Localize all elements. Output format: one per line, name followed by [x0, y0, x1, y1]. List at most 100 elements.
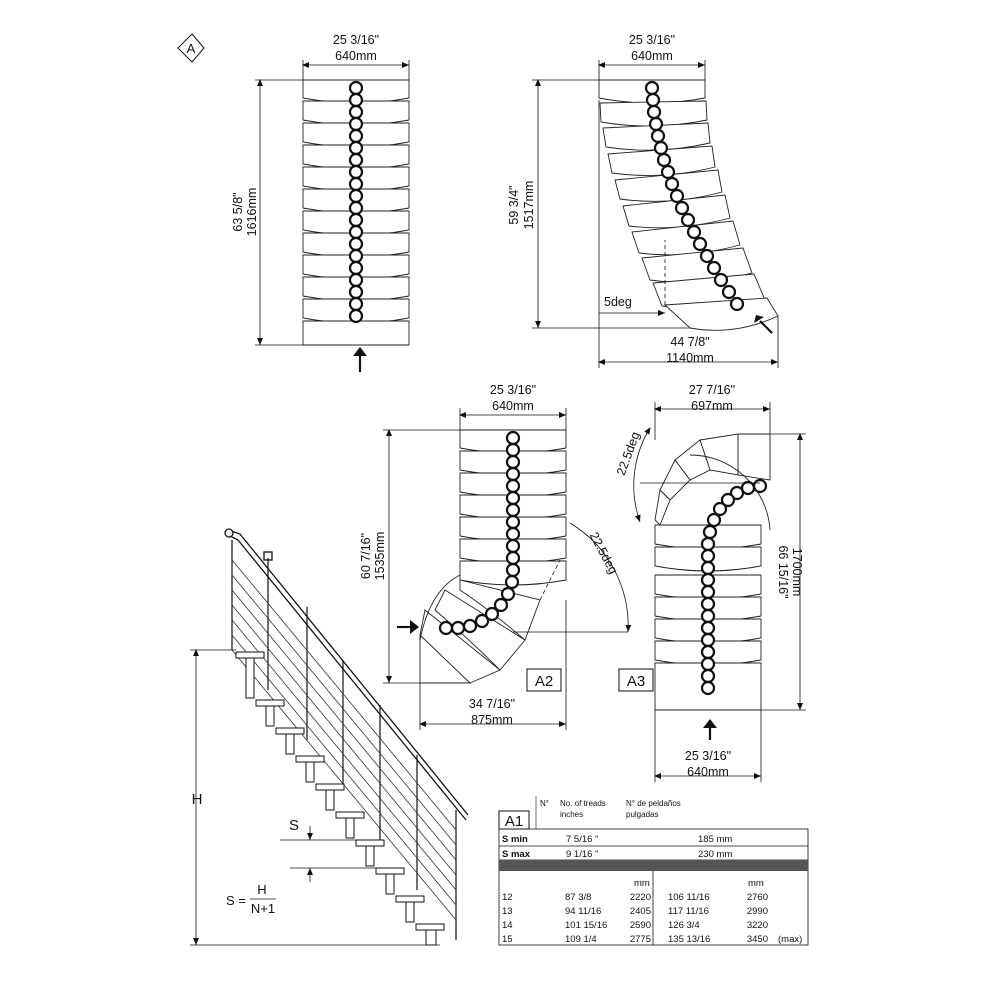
s-min-mm: 185 mm — [698, 834, 732, 845]
view-a2-angle: 22.5deg — [587, 530, 621, 577]
view-a-width-mm: 640mm — [335, 49, 377, 63]
view-b-entry-arrow — [754, 315, 773, 334]
row-b-mm: 2760 — [747, 892, 768, 903]
side-view: H S S = H N+1 — [190, 528, 469, 946]
view-a-marker: A — [177, 33, 205, 63]
view-a2-depth-mm: 875mm — [471, 713, 513, 727]
side-view-s-label: S — [289, 817, 299, 834]
table-row: 12 87 3/8 2220 106 11/16 2760 — [502, 892, 768, 903]
row-b-mm: 3450 — [747, 934, 768, 945]
view-a3-spine — [700, 478, 768, 696]
view-a2-height-mm: 1535mm — [373, 532, 387, 581]
row-a-mm: 2775 — [630, 934, 651, 945]
table-header-n: N° — [540, 799, 549, 808]
row-a-mm: 2220 — [630, 892, 651, 903]
side-view-treads — [235, 651, 445, 946]
view-b-height-mm: 1517mm — [522, 181, 536, 230]
view-b-angle: 5deg — [604, 295, 632, 309]
row-b-in: 135 13/16 — [668, 934, 710, 945]
view-a3-label: A3 — [627, 673, 645, 690]
s-max-in: 9 1/16 " — [566, 849, 598, 860]
side-view-cables — [231, 559, 457, 921]
view-a-width-in: 25 3/16" — [333, 33, 379, 47]
view-b-width-mm: 640mm — [631, 49, 673, 63]
view-a3-curve-edge — [689, 454, 771, 531]
row-a-in: 109 1/4 — [565, 934, 597, 945]
view-a2-label-box: A2 — [526, 668, 562, 692]
view-a-dimensions — [255, 60, 410, 346]
row-a-mm: 2590 — [630, 920, 651, 931]
side-view-dimensions — [190, 649, 440, 946]
view-a3: 27 7/16" 697mm 22.5deg 66 15/16" 1700mm … — [614, 383, 806, 782]
view-a2-entry-arrow — [397, 620, 419, 634]
view-a-marker-text: A — [187, 41, 196, 56]
view-a3-width-mm: 697mm — [691, 399, 733, 413]
row-b-mm: 2990 — [747, 906, 768, 917]
row-b-in: 106 11/16 — [668, 892, 710, 903]
unit-mm-2: mm — [748, 878, 764, 889]
row-a-in: 94 11/16 — [565, 906, 601, 917]
view-a2-treads — [419, 429, 567, 684]
view-a-height-mm: 1616mm — [245, 188, 259, 237]
view-a3-bottom-in: 25 3/16" — [685, 749, 731, 763]
view-a-spine — [348, 80, 364, 324]
view-b-depth-in: 44 7/8" — [670, 335, 709, 349]
table-header-desc-2: inches — [560, 810, 583, 819]
row-n: 14 — [502, 920, 513, 931]
view-a3-height-in: 66 15/16" — [776, 545, 790, 598]
table-label: A1 — [505, 813, 523, 830]
view-a3-entry-arrow — [703, 719, 717, 740]
table-shaded-band — [499, 860, 808, 871]
table-row: 15 109 1/4 2775 135 13/16 3450 (max) — [502, 934, 802, 945]
view-b-height-in: 59 3/4" — [507, 185, 521, 224]
s-max-mm: 230 mm — [698, 849, 732, 860]
s-max-label: S max — [502, 849, 531, 860]
view-a3-dimensions — [633, 402, 806, 782]
view-a2-width-in: 25 3/16" — [490, 383, 536, 397]
table-row: 13 94 11/16 2405 117 11/16 2990 — [502, 906, 768, 917]
view-a: A — [177, 33, 410, 372]
view-a2-width-mm: 640mm — [492, 399, 534, 413]
s-min-in: 7 5/16 " — [566, 834, 598, 845]
view-a3-label-box: A3 — [618, 668, 654, 692]
view-a3-width-in: 27 7/16" — [689, 383, 735, 397]
table-row: 14 101 15/16 2590 126 3/4 3220 — [502, 920, 768, 931]
view-a2-label: A2 — [535, 673, 553, 690]
view-b-treads — [598, 79, 779, 331]
view-b-spine — [644, 80, 745, 312]
row-a-in: 87 3/8 — [565, 892, 591, 903]
formula-denominator: N+1 — [251, 901, 275, 916]
row-n: 15 — [502, 934, 513, 945]
side-view-h-label: H — [192, 791, 203, 808]
table-header-desc-es-1: N° de peldaños — [626, 799, 681, 808]
view-a2-height-in: 60 7/16" — [359, 533, 373, 579]
row-b-in: 126 3/4 — [668, 920, 700, 931]
view-b-width-in: 25 3/16" — [629, 33, 675, 47]
row-n: 12 — [502, 892, 513, 903]
view-a3-bottom-mm: 640mm — [687, 765, 729, 779]
view-a2-dimensions — [383, 408, 632, 730]
view-a2-curve-edge — [419, 574, 461, 641]
table-header-desc-es-2: pulgadas — [626, 810, 658, 819]
view-b-depth-mm: 1140mm — [666, 351, 714, 365]
row-a-in: 101 15/16 — [565, 920, 607, 931]
max-note: (max) — [778, 934, 802, 945]
view-a-entry-arrow — [353, 347, 367, 372]
view-b-dimensions — [532, 60, 779, 368]
formula-numerator: H — [257, 882, 266, 897]
row-b-in: 117 11/16 — [668, 906, 709, 917]
row-b-mm: 3220 — [747, 920, 768, 931]
view-a2-spine — [438, 430, 521, 636]
formula-left: S = — [226, 893, 246, 908]
data-table: A1 N° No. of treads inches N° de peldaño… — [498, 796, 809, 946]
view-a2: 25 3/16" 640mm 60 7/16" 1535mm 22.5deg 3… — [359, 383, 632, 730]
row-n: 13 — [502, 906, 513, 917]
view-a3-height-mm: 1700mm — [790, 548, 804, 597]
row-a-mm: 2405 — [630, 906, 651, 917]
view-a-height-in: 63 5/8" — [231, 192, 245, 231]
view-a2-depth-in: 34 7/16" — [469, 697, 515, 711]
view-b: 25 3/16" 640mm 59 3/4" 1517mm 5deg 44 7/… — [507, 33, 779, 368]
table-header-desc-1: No. of treads — [560, 799, 606, 808]
s-min-label: S min — [502, 834, 528, 845]
